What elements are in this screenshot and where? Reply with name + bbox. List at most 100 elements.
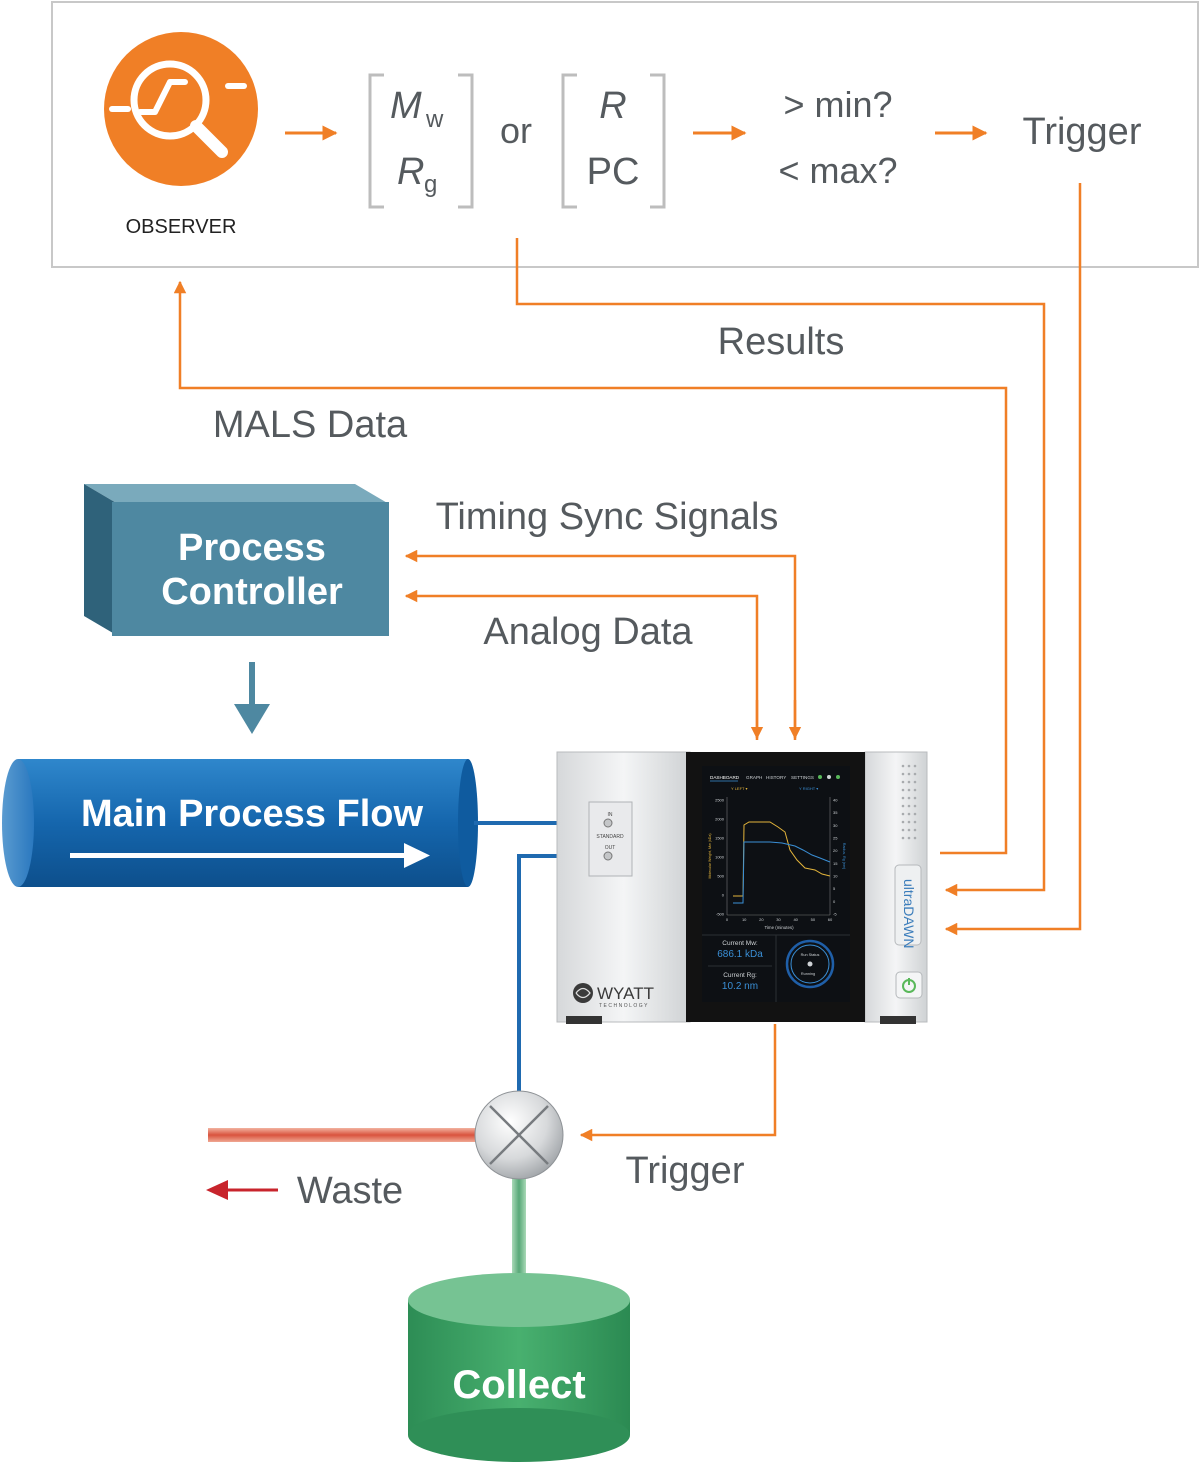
screen-tab-dashboard[interactable]: DASHBOARD: [710, 775, 740, 780]
main-process-flow-label: Main Process Flow: [81, 793, 424, 835]
timing-sync-line: [404, 549, 797, 740]
three-way-valve: [474, 1090, 564, 1180]
screen-x-tick: 60: [828, 917, 833, 922]
screen-tab-graph[interactable]: GRAPH: [746, 775, 762, 780]
collect-tank: Collect: [408, 1273, 630, 1462]
controller-to-flow-arrow: [234, 662, 270, 734]
mals-data-label: MALS Data: [213, 404, 408, 446]
trigger-top-label: Trigger: [1023, 111, 1142, 153]
port-out-label: OUT: [605, 845, 616, 851]
collect-label: Collect: [452, 1363, 585, 1407]
screen-y-right-tick: 15: [833, 861, 838, 866]
main-process-flow-pipe: Main Process Flow: [2, 759, 478, 887]
screen-sound-icon: [827, 775, 831, 779]
screen-y-right-tick: 10: [833, 874, 838, 879]
vent-grille: [901, 764, 917, 840]
waste-arrow: [206, 1180, 278, 1200]
analog-data-label: Analog Data: [483, 611, 693, 653]
screen-x-tick: 20: [759, 917, 764, 922]
analog-data-line: [404, 589, 759, 740]
screen-y-left-tick: 2000: [715, 817, 725, 822]
port-in-label: IN: [608, 812, 613, 818]
rg-subscript: g: [424, 171, 437, 198]
power-button[interactable]: [895, 971, 923, 999]
screen-y-right-tick: 0: [833, 899, 836, 904]
current-rg-value: 10.2 nm: [722, 981, 758, 992]
run-status-dial[interactable]: Run Status Running: [785, 939, 835, 989]
screen-y-right-tick: 30: [833, 823, 838, 828]
process-controller-line2: Controller: [161, 571, 343, 613]
screen-y-left-select[interactable]: Y LEFT ▾: [731, 786, 748, 791]
results-line: [515, 238, 1046, 897]
screen-tab-history[interactable]: HISTORY: [766, 775, 786, 780]
port-standard-label: STANDARD: [596, 834, 624, 840]
screen-status-icon: [818, 775, 822, 779]
left-bracket-1: [368, 73, 384, 209]
screen-y-right-tick: 20: [833, 848, 838, 853]
rg-symbol: R: [397, 151, 424, 193]
rg-trace: [733, 841, 831, 904]
r-symbol: R: [599, 85, 626, 127]
brand-subtitle: TECHNOLOGY: [599, 1003, 649, 1009]
screen-y-left-tick: 0: [722, 893, 725, 898]
results-label: Results: [718, 321, 845, 363]
screen-y-left-tick: 1000: [715, 855, 725, 860]
screen-x-tick: 30: [776, 917, 781, 922]
screen-y-right-select[interactable]: Y RIGHT ▾: [799, 786, 818, 791]
screen-y-right-tick: 5: [833, 886, 836, 891]
screen-y-right-tick: 35: [833, 810, 838, 815]
screen-y-left-tick: 1500: [715, 836, 725, 841]
max-test: < max?: [778, 150, 897, 191]
left-bracket-2: [561, 73, 577, 209]
min-test: > min?: [783, 84, 892, 125]
screen-y-right-tick: 40: [833, 798, 838, 803]
right-bracket-2: [650, 73, 666, 209]
process-controller-line1: Process: [178, 527, 326, 569]
screen-tab-settings[interactable]: SETTINGS: [791, 775, 814, 780]
screen-x-axis-label: Time (minutes): [764, 925, 794, 930]
mw-trace: [733, 821, 831, 897]
run-status-label: Run Status: [801, 953, 820, 957]
observer-magnifier-icon: [104, 32, 258, 186]
port-panel: [588, 801, 633, 877]
current-mw-title: Current Mw:: [722, 940, 758, 947]
current-mw-value: 686.1 kDa: [717, 949, 763, 960]
model-plate: [894, 864, 922, 946]
trigger-valve-line: [579, 1024, 777, 1142]
screen-lock-icon: [836, 775, 840, 779]
mw-symbol: M: [390, 85, 422, 127]
model-name: ultraDAWN: [901, 879, 917, 949]
brand-name: WYATT: [597, 984, 654, 1003]
mals-data-line: [173, 280, 1008, 855]
waste-label: Waste: [297, 1170, 403, 1212]
screen-y-left-tick: 2500: [715, 798, 725, 803]
screen-y-right-tick: 25: [833, 836, 838, 841]
trigger-top-line: [944, 183, 1082, 936]
current-rg-title: Current Rg:: [723, 972, 757, 979]
port-in: [603, 818, 613, 828]
wyatt-logo-icon: [573, 983, 593, 1003]
screen-y-left-tick: 500: [717, 874, 724, 879]
observer-label: OBSERVER: [126, 216, 237, 238]
screen-y-right-axis-label: Radius, Rg (nm): [842, 843, 846, 869]
screen-x-tick: 40: [793, 917, 798, 922]
mw-subscript: w: [425, 106, 444, 133]
run-status-person-icon: [807, 961, 813, 967]
right-bracket-1: [458, 73, 474, 209]
process-controller: Process Controller: [84, 484, 389, 636]
timing-sync-label: Timing Sync Signals: [436, 496, 779, 538]
screen-y-right-tick: -5: [833, 912, 837, 917]
screen-x-tick: 50: [811, 917, 816, 922]
screen-x-tick: 10: [742, 917, 747, 922]
or-label: or: [500, 110, 532, 151]
screen-x-tick: 0: [726, 917, 729, 922]
waste-pipe: [208, 1128, 480, 1142]
screen-y-left-tick: -500: [716, 912, 725, 917]
ultradawn-instrument: ultraDAWN IN STANDARD OUT WYATT TECHNOLO…: [556, 751, 928, 1024]
collect-pipe: [512, 1176, 526, 1300]
screen-y-left-axis-label: Molecular Weight, Mw (kDa): [708, 833, 712, 878]
running-label: Running: [801, 972, 815, 976]
pc-symbol: PC: [587, 151, 640, 193]
port-out: [603, 851, 613, 861]
